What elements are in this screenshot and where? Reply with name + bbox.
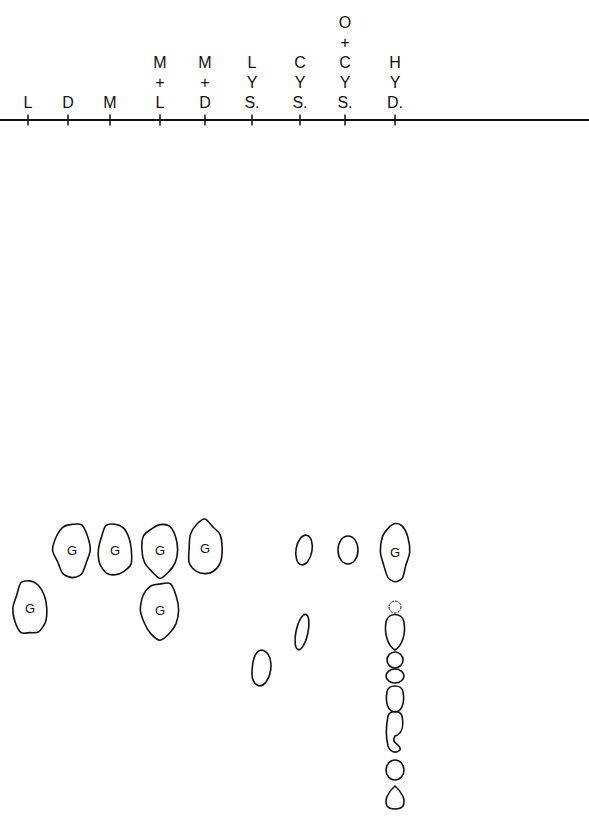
spot-outline: G <box>11 579 49 637</box>
lane-label: D <box>62 93 74 113</box>
spot-path <box>53 524 91 578</box>
lane-ticks <box>28 115 395 125</box>
spot-path <box>140 583 178 640</box>
lane-label: C Y S. <box>292 53 307 113</box>
spot-letter: G <box>25 602 35 615</box>
spot-letter: G <box>110 544 120 557</box>
lane-label: M <box>103 93 116 113</box>
spots-without-label <box>252 534 405 809</box>
spot-outline: G <box>96 522 134 578</box>
spot-outline: G <box>379 521 411 583</box>
lane-label: L <box>24 93 33 113</box>
spot-path <box>98 524 131 575</box>
lane-label: L Y S. <box>244 53 259 113</box>
lane-label: M + L <box>153 53 166 113</box>
origin-line <box>0 119 589 121</box>
spot-path <box>380 524 409 582</box>
lane-label: M + D <box>198 53 211 113</box>
spot-letter: G <box>200 542 210 555</box>
spot-outline: G <box>186 519 224 577</box>
spot-outline: G <box>140 522 180 578</box>
lane-label: H Y D. <box>387 53 403 113</box>
spot-letter: G <box>67 544 77 557</box>
spot-outline: G <box>52 521 92 579</box>
lane-label: O + C Y S. <box>337 13 352 113</box>
spot-outline: G <box>139 580 181 640</box>
spot-letter: G <box>390 546 400 559</box>
spot-letter: G <box>155 544 165 557</box>
spot-path <box>13 581 47 633</box>
spot-letter: G <box>155 604 165 617</box>
spot-path <box>189 519 223 574</box>
spot-path <box>142 524 178 578</box>
